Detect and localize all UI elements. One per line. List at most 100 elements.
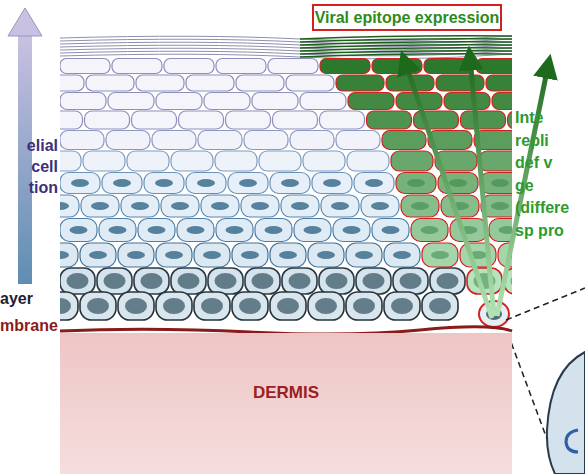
viral-arrow [405,62,492,318]
infected-cell [450,219,487,242]
keratinocyte [228,173,268,194]
infected-cell [492,93,512,110]
keratinocyte [156,93,202,110]
keratinocyte [144,173,184,194]
keratinocyte [286,75,334,91]
keratinocyte [118,292,154,320]
infected-squame-line [300,54,512,57]
keratinocyte [208,268,243,294]
cell-nucleus [371,202,389,210]
cell-nucleus [127,251,145,259]
keratinocyte [294,219,331,242]
keratinocyte [60,195,79,217]
cell-nucleus [148,226,166,234]
keratinocyte [171,151,213,171]
keratinocyte [356,268,391,294]
keratinocyte [179,111,224,129]
keratinocyte [268,59,318,74]
keratinocyte [321,195,359,217]
keratinocyte [112,59,162,74]
cell-nucleus [215,273,237,289]
cell-nucleus [326,273,348,289]
keratinocyte [346,292,382,320]
side-label: ayer [0,290,33,308]
cell-nucleus [239,298,261,314]
cell-nucleus [407,179,425,187]
cell-nucleus [71,179,89,187]
cell-nucleus [449,179,467,187]
cell-nucleus [178,273,200,289]
keratinocyte [236,75,284,91]
node-text: DERMIS [253,383,319,403]
keratinocyte [60,173,100,194]
cell-nucleus [155,179,173,187]
cell-nucleus [289,273,311,289]
keratinocyte [60,243,78,267]
keratinocyte [60,111,83,129]
keratinocyte [354,173,394,194]
side-label: mbrane [0,317,58,335]
keratinocyte [186,75,234,91]
keratinocyte [244,131,288,150]
cell-nucleus [353,298,375,314]
cell-nucleus [211,202,229,210]
keratinocyte [270,292,306,320]
cell-nucleus [141,273,163,289]
cell-nucleus [331,202,349,210]
keratinocyte [85,111,130,129]
cell-nucleus [241,251,259,259]
keratinocyte [60,75,84,91]
infected-cell [391,151,433,171]
infected-cell [436,75,484,91]
annotation-text: Inte repli def v ge (differe sp pro [515,107,569,242]
infected-cell [320,59,370,74]
keratinocyte [118,243,154,267]
cell-nucleus [131,202,149,210]
keratinocyte [319,268,354,294]
cell-nucleus [187,226,205,234]
infected-cell [372,59,422,74]
keratinocyte [106,131,150,150]
keratinocyte [134,268,169,294]
cell-nucleus [239,179,257,187]
node-text: Viral epitope expression [315,9,500,27]
keratinocyte [132,111,177,129]
keratinocyte [336,131,380,150]
keratinocyte [83,151,125,171]
cell-nucleus [323,179,341,187]
infected-cell [476,59,512,74]
epithelium-background [60,30,512,335]
cell-nucleus [113,179,131,187]
cell-nucleus [125,298,147,314]
keratinocyte [80,292,116,320]
infected-cell [508,111,513,129]
cell-nucleus [304,226,322,234]
infected-cell [441,195,479,217]
keratinocyte [384,243,420,267]
cell-nucleus [265,226,283,234]
cell-nucleus [226,226,244,234]
cell-nucleus [421,226,439,234]
cell-nucleus [429,298,451,314]
keratinocyte [121,195,159,217]
infected-cell [444,93,490,110]
cell-nucleus [60,202,69,210]
cell-nucleus [109,226,127,234]
viral-arrow [470,58,494,316]
cell-nucleus [60,251,69,259]
infected-cell [411,219,448,242]
cell-nucleus [491,179,509,187]
keratinocyte [186,173,226,194]
keratinocyte [255,219,292,242]
cell-nucleus [277,298,299,314]
epithelium [60,30,512,335]
keratinocyte [152,131,196,150]
keratinocyte [290,131,334,150]
keratinocyte [99,219,136,242]
infected-cell [422,243,458,267]
callout-box: Viral epitope expression [312,4,502,31]
cell-nucleus [491,202,509,210]
keratinocyte [422,292,458,320]
keratinocyte [80,243,116,267]
